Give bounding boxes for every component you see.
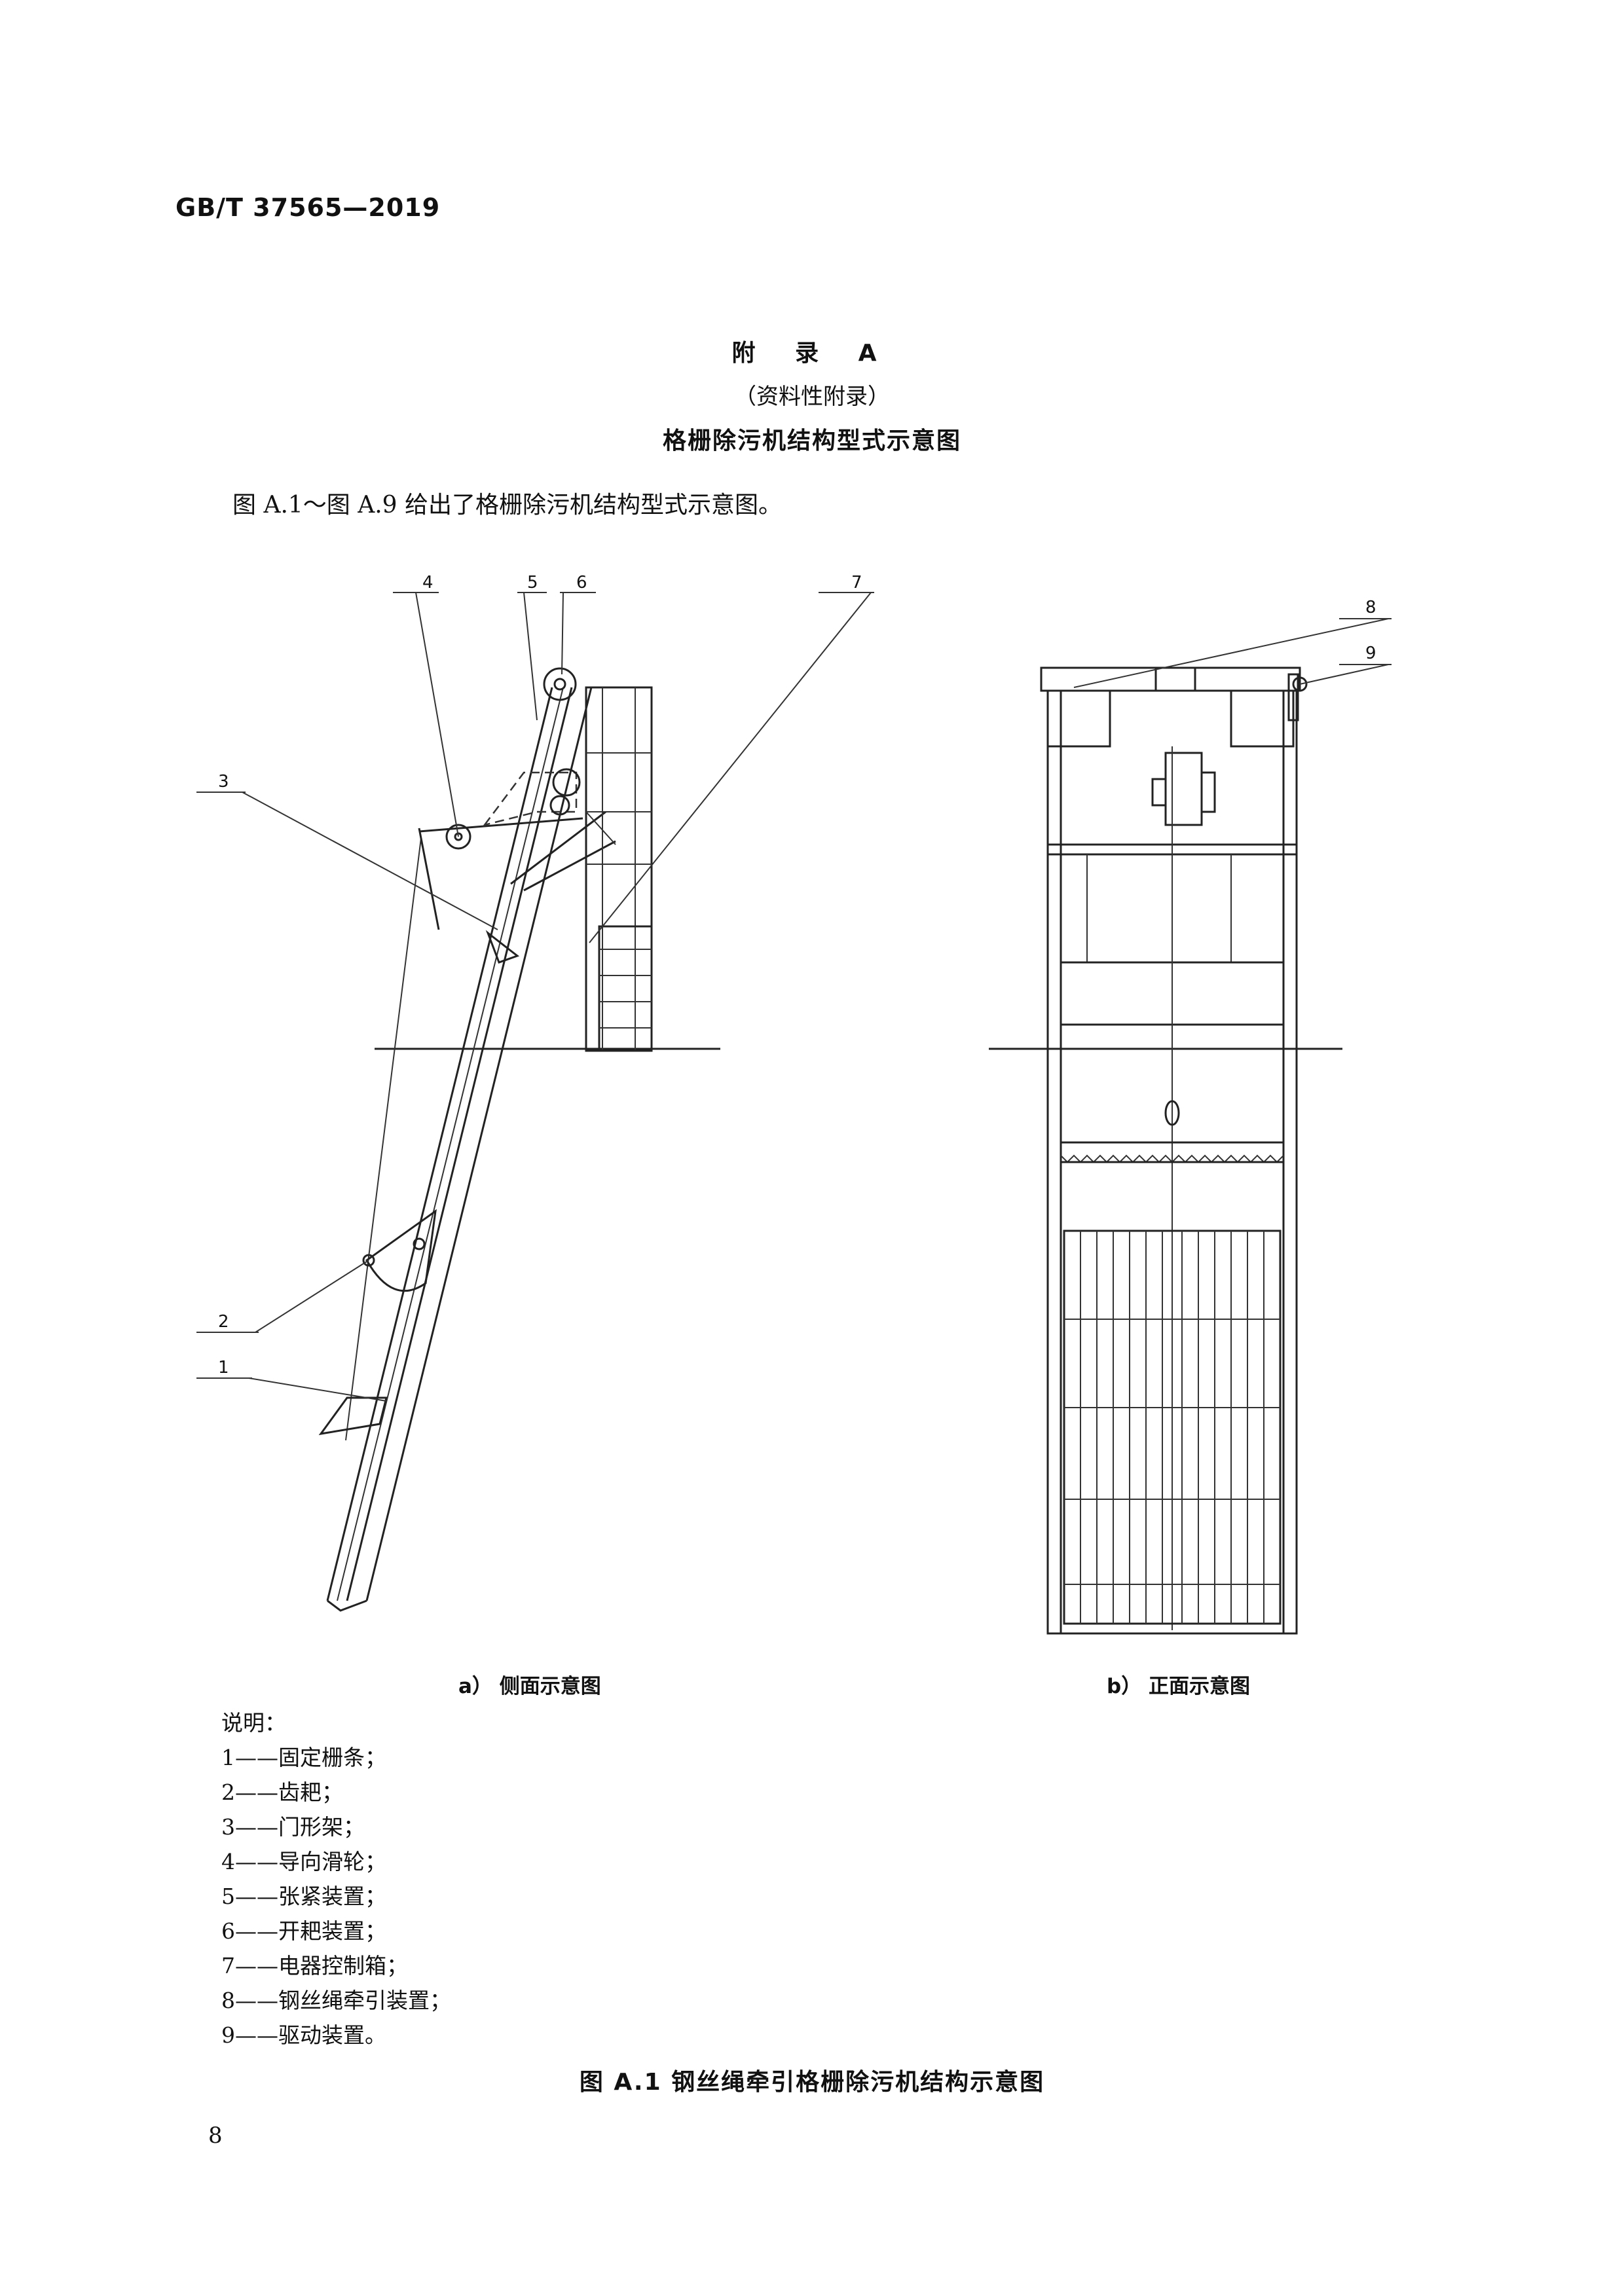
annex-name: 格栅除污机结构型式示意图	[662, 428, 961, 454]
callout-3: 3	[218, 772, 229, 792]
legend-item: 6——开耙装置；	[221, 1918, 386, 1944]
legend-item: 1——固定栅条；	[221, 1745, 386, 1770]
legend: 说明： 1——固定栅条； 2——齿耙； 3——门形架； 4——导向滑轮； 5——…	[221, 1705, 451, 2052]
legend-item: 2——齿耙；	[221, 1779, 343, 1805]
callout-6: 6	[576, 573, 587, 592]
legend-item: 5——张紧装置；	[221, 1884, 386, 1909]
legend-heading: 说明：	[221, 1710, 286, 1736]
technical-drawing: 4 5 6 7 3 2 1	[196, 573, 1392, 1635]
callout-5: 5	[527, 573, 538, 592]
side-view-drawing: 4 5 6 7 3 2 1	[196, 573, 874, 1612]
page-number: 8	[208, 2123, 223, 2149]
callout-8: 8	[1365, 598, 1376, 617]
legend-item: 4——导向滑轮；	[221, 1849, 386, 1874]
callout-9: 9	[1365, 644, 1376, 663]
annex-subtitle: （资料性附录）	[734, 384, 890, 410]
legend-item: 8——钢丝绳牵引装置；	[221, 1988, 451, 2013]
front-view-drawing: 8 9	[989, 598, 1392, 1635]
legend-item: 3——门形架；	[221, 1814, 365, 1840]
screen-bars	[1080, 1231, 1264, 1624]
callout-1: 1	[218, 1358, 229, 1377]
legend-item: 7——电器控制箱；	[221, 1953, 408, 1978]
callout-4: 4	[422, 573, 434, 592]
annex-title: 附 录 A	[731, 340, 893, 367]
intro-paragraph: 图 A.1～图 A.9 给出了格栅除污机结构型式示意图。	[232, 492, 783, 519]
caption-front-view: b） 正面示意图	[1107, 1675, 1250, 1698]
figure-title: 图 A.1 钢丝绳牵引格栅除污机结构示意图	[579, 2069, 1045, 2096]
legend-item: 9——驱动装置。	[221, 2022, 386, 2048]
callout-7: 7	[851, 573, 862, 592]
standard-code: GB/T 37565—2019	[175, 193, 441, 222]
caption-side-view: a） 侧面示意图	[458, 1675, 601, 1698]
callout-2: 2	[218, 1312, 229, 1332]
